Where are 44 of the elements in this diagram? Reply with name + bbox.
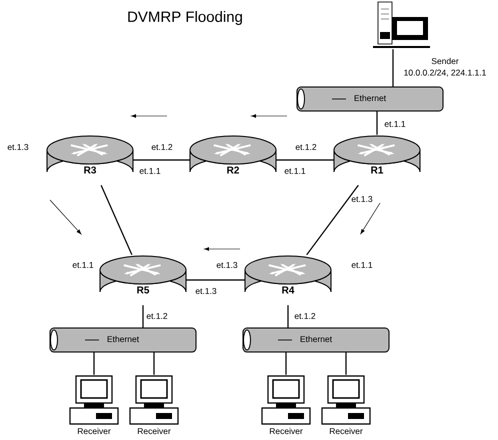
connector [100,184,132,256]
router: R5 [100,256,186,294]
node-caption: 10.0.0.2/24, 224.1.1.1 [404,69,486,77]
port-label: et.1.2 [146,313,168,319]
node-label: R5 [137,286,150,294]
node-caption: Receiver [138,428,171,434]
node-label: R1 [371,166,384,174]
router: R4 [244,256,332,294]
port-label: et.1.1 [140,168,160,174]
title: DVMRP Flooding [128,11,242,25]
router: R2 [190,136,276,174]
port-label: et.1.1 [384,121,406,127]
node-caption: Receiver [78,428,111,434]
node-label: R4 [282,286,294,294]
router: R1 [334,136,420,174]
router: R3 [46,136,134,174]
port-label: et.1.2 [294,313,316,319]
connector [345,352,347,375]
ethernet-segment: Ethernet [242,328,390,352]
computer-drawing [69,375,119,425]
port-label: et.1.2 [152,144,172,150]
port-label: et.1.3 [196,288,216,294]
connector [285,352,287,375]
node-label: R3 [84,166,96,174]
connector [153,352,155,375]
port-label: et.1.1 [352,262,372,268]
connector [287,305,289,328]
computer-drawing [129,375,179,425]
connector [142,305,144,328]
computer-drawing [373,2,430,48]
node-caption: Receiver [330,428,363,434]
connector [93,352,95,375]
connector [392,49,394,87]
port-label: et.1.3 [352,196,372,202]
node-label: R2 [227,166,239,174]
node-caption: Receiver [270,428,303,434]
connector [306,184,359,256]
ethernet-segment: Ethernet [50,328,196,352]
computer-drawing [321,375,371,425]
computer-drawing [261,375,311,425]
node-caption: Sender [432,58,459,64]
port-label: et.1.2 [296,144,316,150]
ethernet-segment: Ethernet [296,86,444,112]
connector [376,111,378,135]
